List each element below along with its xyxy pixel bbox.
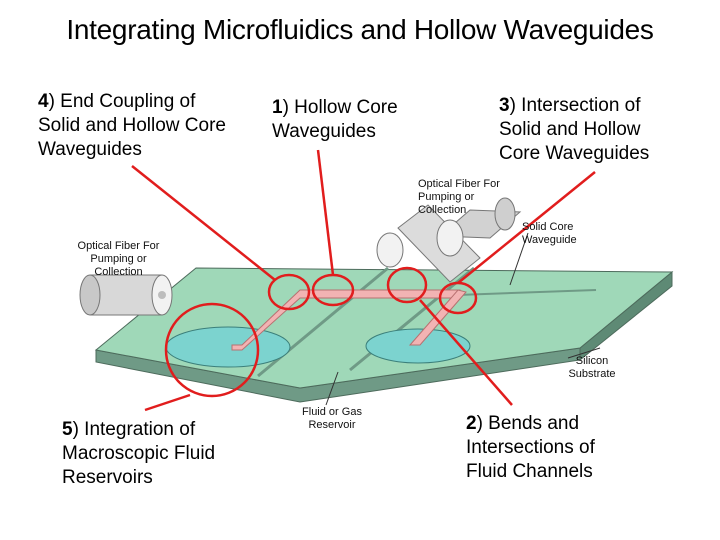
pointer-line bbox=[325, 371, 339, 406]
fiber-top-2 bbox=[436, 197, 522, 257]
callout-text: ) Bends and Intersections of Fluid Chann… bbox=[466, 413, 595, 482]
callout-bends: 2) Bends and Intersections of Fluid Chan… bbox=[466, 412, 631, 484]
callout-number: 4 bbox=[38, 91, 49, 112]
callout-reservoirs: 5) Integration of Macroscopic Fluid Rese… bbox=[62, 418, 247, 490]
fiber-left bbox=[79, 274, 173, 316]
highlight-circle-bend bbox=[386, 266, 428, 304]
label-solid-core: Solid Core Waveguide bbox=[522, 221, 577, 246]
callout-text: ) Integration of Macroscopic Fluid Reser… bbox=[62, 419, 216, 488]
label-silicon-substrate: Silicon Substrate bbox=[568, 355, 616, 380]
highlight-circle-reservoir bbox=[164, 302, 260, 398]
hollow-channel-branch bbox=[408, 289, 467, 346]
callout-line-3 bbox=[457, 171, 596, 284]
callout-line-1 bbox=[316, 149, 335, 276]
callout-line-4 bbox=[131, 165, 276, 281]
label-fiber-left: Optical Fiber For Pumping or Collection bbox=[77, 240, 160, 278]
callout-hollow-core: 1) Hollow Core Waveguides bbox=[272, 96, 432, 144]
reservoir-left bbox=[165, 326, 291, 368]
page-title: Integrating Microfluidics and Hollow Wav… bbox=[66, 14, 654, 45]
callout-end-coupling: 4) End Coupling of Solid and Hollow Core… bbox=[38, 90, 238, 162]
pointer-line bbox=[567, 347, 601, 359]
callout-number: 2 bbox=[466, 413, 477, 434]
callout-number: 5 bbox=[62, 419, 73, 440]
callout-line-5 bbox=[144, 393, 191, 412]
callout-text: ) End Coupling of Solid and Hollow Core … bbox=[38, 91, 226, 160]
callout-line-2 bbox=[419, 299, 513, 406]
callout-number: 1 bbox=[272, 97, 283, 118]
pointer-line bbox=[509, 232, 529, 286]
highlight-circle-end-coupling bbox=[267, 273, 311, 311]
callout-text: ) Hollow Core Waveguides bbox=[272, 97, 398, 142]
label-fiber-top: Optical Fiber For Pumping or Collection bbox=[418, 178, 500, 216]
label-reservoir: Fluid or Gas Reservoir bbox=[302, 406, 362, 431]
callout-number: 3 bbox=[499, 95, 510, 116]
reservoir-right bbox=[365, 328, 471, 364]
callout-text: ) Intersection of Solid and Hollow Core … bbox=[499, 95, 650, 164]
callout-intersection: 3) Intersection of Solid and Hollow Core… bbox=[499, 94, 684, 166]
